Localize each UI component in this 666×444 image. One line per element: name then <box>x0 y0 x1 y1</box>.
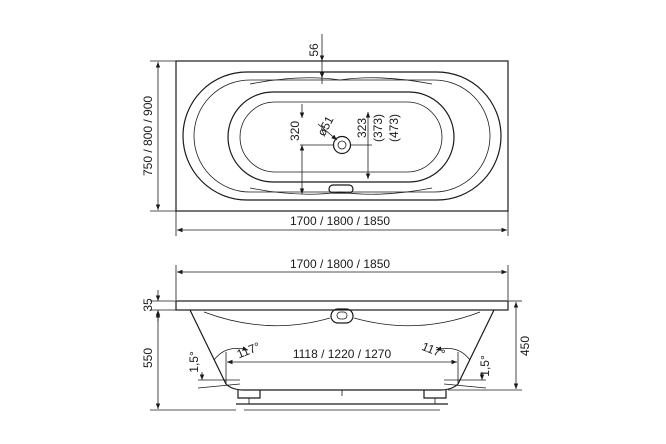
drain-depth-alt1-label: (373) <box>371 114 385 142</box>
tub-rim-outline <box>175 60 509 212</box>
left-wall-angle-arc <box>213 346 249 361</box>
total-height-label: 550 <box>141 348 155 368</box>
drain-offset-label: 320 <box>288 121 302 141</box>
top-view: 56 320 ø51 323 (373) (473) 750 / 800 / 9… <box>141 34 509 236</box>
drain-diameter-label: ø51 <box>314 113 336 138</box>
tub-outer-basin <box>182 71 502 201</box>
inner-height-label: 450 <box>518 336 532 356</box>
right-wall-angle-arc <box>435 346 471 361</box>
side-tub-inner-contour <box>203 311 481 327</box>
tub-shoulder-contour <box>249 77 433 195</box>
drain-depth-label: 323 <box>355 118 369 138</box>
left-slope-line <box>197 383 241 389</box>
right-wall-angle-label: 117° <box>420 339 448 361</box>
length-label: 1700 / 1800 / 1850 <box>290 214 390 228</box>
right-slope-label: 1,5° <box>478 355 492 377</box>
side-view: 1700 / 1800 / 1850 35 550 <box>141 257 532 411</box>
side-length-label: 1700 / 1800 / 1850 <box>290 257 390 271</box>
side-rim <box>175 300 509 311</box>
tub-inner-floor <box>227 91 455 183</box>
left-slope-label: 1,5° <box>187 351 201 373</box>
rim-thickness-label: 35 <box>141 298 155 312</box>
side-leg-left <box>237 390 261 404</box>
left-wall-angle-label: 117° <box>235 339 263 361</box>
right-slope-line <box>443 383 487 389</box>
side-drain-fitting <box>330 308 354 324</box>
drain-depth-alt2-label: (473) <box>387 114 401 142</box>
side-leg-right <box>423 390 447 404</box>
drain-diameter-leader <box>317 123 338 141</box>
overflow-fitting <box>328 184 354 194</box>
overflow-offset-label: 56 <box>307 43 321 57</box>
tub-floor-flat <box>239 101 443 173</box>
width-label: 750 / 800 / 900 <box>141 96 155 176</box>
bottom-length-label: 1118 / 1220 / 1270 <box>293 347 392 361</box>
side-drain-inner <box>336 311 348 320</box>
drain-hole-inner <box>337 140 347 150</box>
